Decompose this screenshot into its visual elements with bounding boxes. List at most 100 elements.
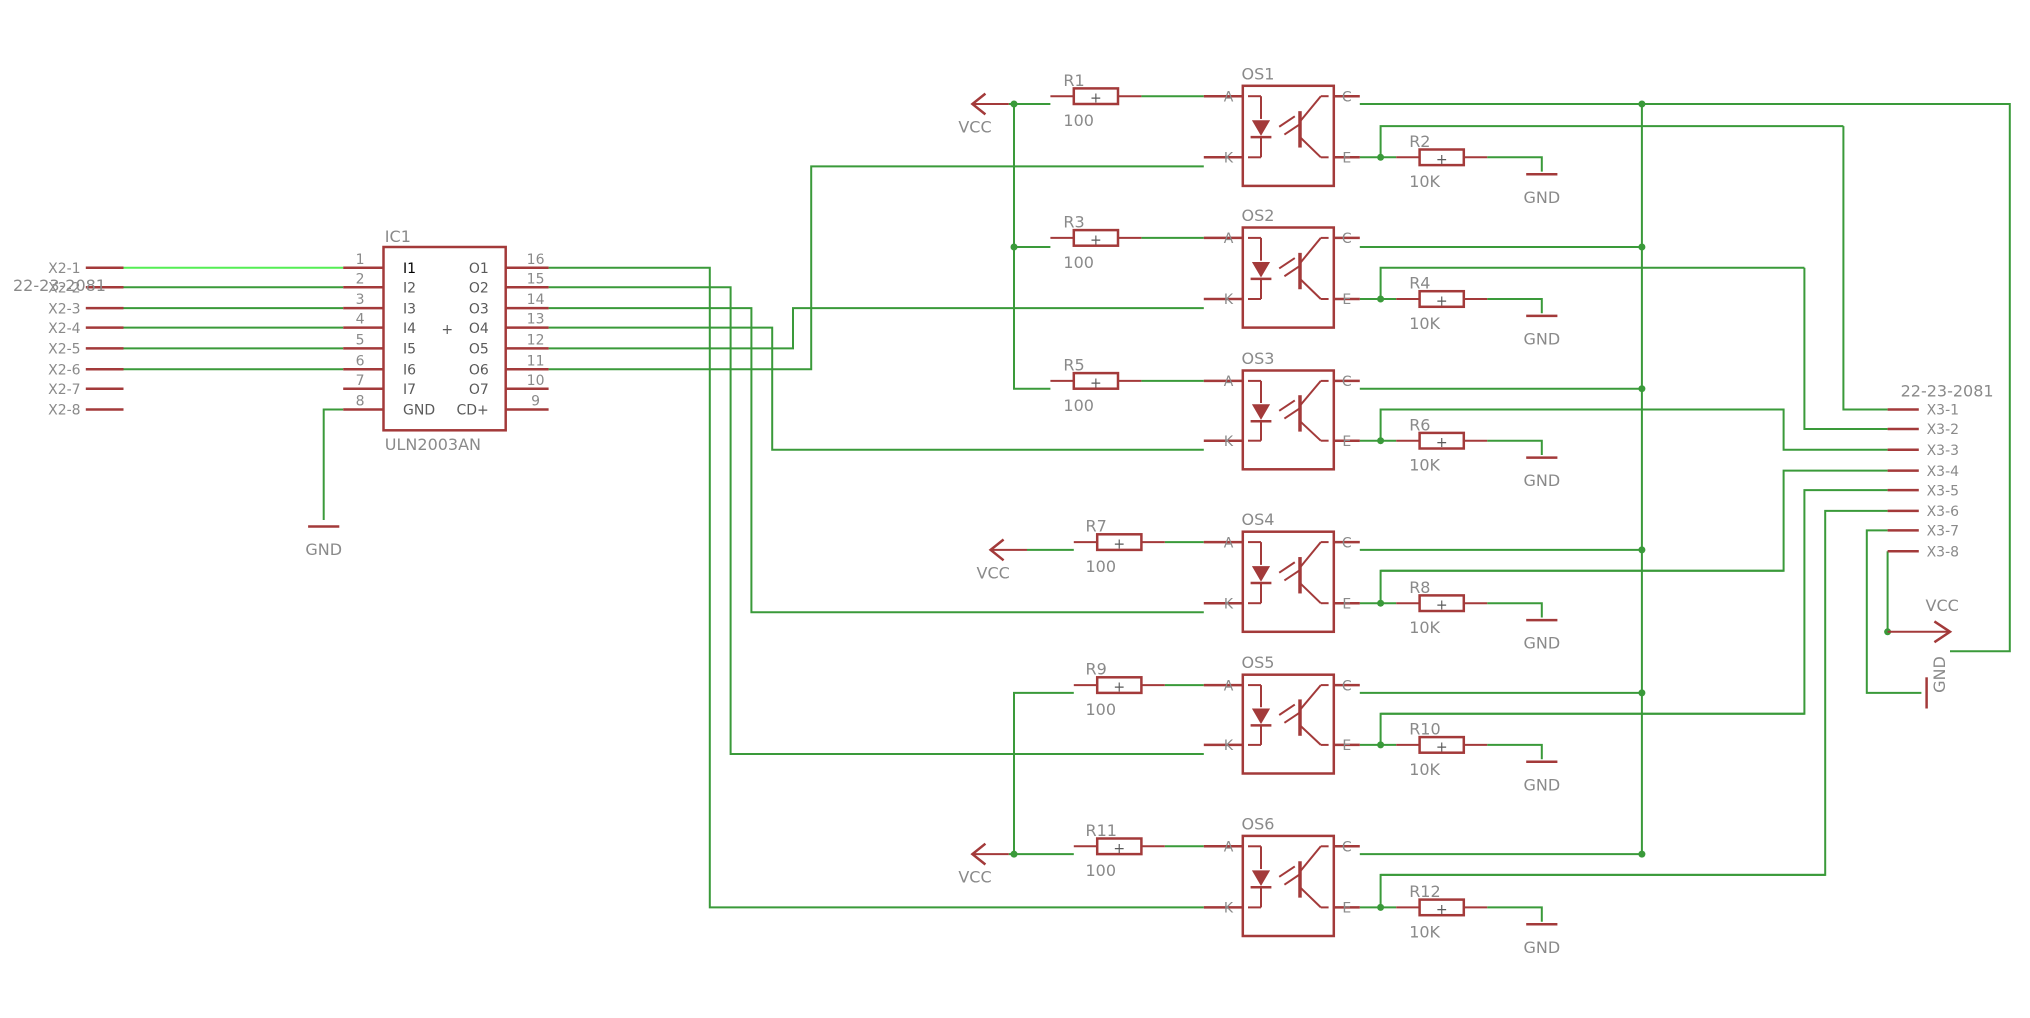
wire-r-to-gnd	[1487, 906, 1543, 922]
junction-dot	[1638, 100, 1646, 108]
light-arrow	[1278, 257, 1296, 270]
ic1-left-pin-name: I4	[403, 321, 416, 337]
resistor-name: R5	[1063, 356, 1084, 375]
opto-pin-e: E	[1342, 292, 1351, 308]
ic1-left-pin-number: 3	[356, 292, 365, 308]
optocoupler-name: OS6	[1242, 814, 1275, 833]
opto-pin-k: K	[1224, 151, 1234, 167]
vcc-label: VCC	[977, 564, 1010, 583]
resistor-name: R3	[1063, 213, 1084, 232]
ic1-right-pin-number: 9	[531, 394, 540, 410]
opto-pin-a: A	[1224, 231, 1234, 247]
optocoupler-body	[1241, 673, 1336, 775]
resistor-origin-mark: +	[1113, 841, 1125, 857]
resistor-value: 100	[1086, 861, 1117, 880]
ic1-left-pin-number: 8	[356, 394, 365, 410]
x2-pin-label: X2-8	[48, 403, 80, 419]
optocoupler-body	[1241, 84, 1336, 188]
junction-dot	[1638, 850, 1646, 858]
wire-r-to-gnd	[1487, 602, 1543, 618]
resistor-origin-mark: +	[1090, 232, 1102, 248]
light-arrow	[1283, 265, 1301, 278]
opto-pin-e: E	[1342, 434, 1351, 450]
resistor-value: 10K	[1409, 172, 1440, 191]
transistor-collector	[1299, 845, 1322, 873]
optocoupler-name: OS5	[1242, 653, 1275, 672]
resistor-value: 100	[1086, 700, 1117, 719]
gnd-label: GND	[1523, 938, 1560, 957]
x2-pin-label: X2-1	[48, 261, 80, 277]
resistor-name: R7	[1086, 517, 1107, 536]
resistor-name: R9	[1086, 660, 1107, 679]
vcc-arrow	[970, 92, 987, 116]
optocoupler-name: OS1	[1242, 64, 1275, 83]
resistor-body	[1072, 228, 1120, 247]
opto-pin-k: K	[1224, 434, 1234, 450]
ic1-left-pin-number: 1	[356, 252, 365, 268]
wire-r-to-gnd	[1487, 439, 1543, 455]
resistor-value: 100	[1086, 557, 1117, 576]
transistor-collector	[1299, 237, 1322, 264]
x3-pin-label: X3-2	[1927, 422, 1959, 438]
ic1-right-pin-name: O1	[469, 261, 489, 277]
gnd-label: GND	[1930, 656, 1949, 693]
opto-pin-e: E	[1342, 738, 1351, 754]
wire-emitter-node	[1379, 125, 1844, 158]
transistor-collector	[1299, 541, 1322, 569]
opto-pin-k: K	[1224, 596, 1234, 612]
led-triangle	[1251, 566, 1271, 582]
light-arrow	[1278, 703, 1296, 716]
resistor-body	[1418, 594, 1466, 613]
ic1-right-pin-name: O2	[469, 281, 489, 297]
ic1-right-pin-name: O5	[469, 342, 489, 358]
vcc-label: VCC	[1926, 596, 1959, 615]
ic1-right-pin-number: 15	[527, 271, 545, 287]
optocoupler-name: OS2	[1242, 206, 1275, 225]
opto-pin-a: A	[1224, 840, 1234, 856]
resistor-origin-mark: +	[1113, 680, 1125, 696]
opto-pin-a: A	[1224, 374, 1234, 390]
transistor-emitter	[1299, 136, 1322, 159]
resistor-body	[1072, 371, 1120, 390]
x2-pin-label: X2-2	[48, 281, 80, 297]
x2-pin-label: X2-3	[48, 301, 80, 317]
opto-pin-c: C	[1342, 231, 1352, 247]
gnd-label: GND	[305, 540, 342, 559]
junction-dot	[1638, 243, 1646, 251]
ic1-body	[382, 245, 507, 432]
light-arrow	[1283, 711, 1301, 724]
transistor-collector	[1299, 684, 1322, 711]
wire-ic-out-to-cathode	[548, 307, 1204, 614]
wire-ic-out-to-cathode	[548, 165, 1204, 371]
resistor-name: R12	[1409, 882, 1440, 901]
transistor-emitter	[1299, 886, 1322, 909]
x2-connector-label: 22-23-2081	[13, 276, 106, 295]
ic1-right-pin-number: 11	[527, 353, 545, 369]
gnd-label: GND	[1523, 471, 1560, 490]
transistor-emitter	[1299, 724, 1322, 746]
optocoupler-body	[1241, 834, 1336, 938]
x2-pin-label: X2-5	[48, 342, 80, 358]
wire-to-x3-1	[1842, 126, 1888, 411]
ic1-left-pin-number: 5	[356, 333, 365, 349]
wire-ic-out-to-cathode	[548, 326, 1204, 451]
wire-x3-7-gnd	[1865, 529, 1922, 694]
wire-r-to-gnd	[1487, 298, 1543, 314]
ic1-right-pin-name: O3	[469, 301, 489, 317]
optocoupler-name: OS3	[1242, 349, 1275, 368]
wire-ic-out-to-cathode	[548, 266, 1204, 909]
optocoupler-body	[1241, 226, 1336, 329]
resistor-value: 10K	[1409, 456, 1440, 475]
ic1-left-pin-name: GND	[403, 403, 435, 419]
resistor-value: 100	[1063, 253, 1094, 272]
wire-to-x3-4	[1380, 469, 1888, 572]
x2-pin-label: X2-6	[48, 362, 81, 378]
wire-ic-gnd	[322, 408, 344, 520]
resistor-origin-mark: +	[1090, 375, 1102, 391]
opto-pin-k: K	[1224, 292, 1234, 308]
resistor-value: 10K	[1409, 314, 1440, 333]
wire-r-to-gnd	[1487, 743, 1543, 760]
resistor-name: R6	[1409, 415, 1430, 434]
opto-pin-e: E	[1342, 596, 1351, 612]
ic1-left-pin-name: I6	[403, 362, 416, 378]
